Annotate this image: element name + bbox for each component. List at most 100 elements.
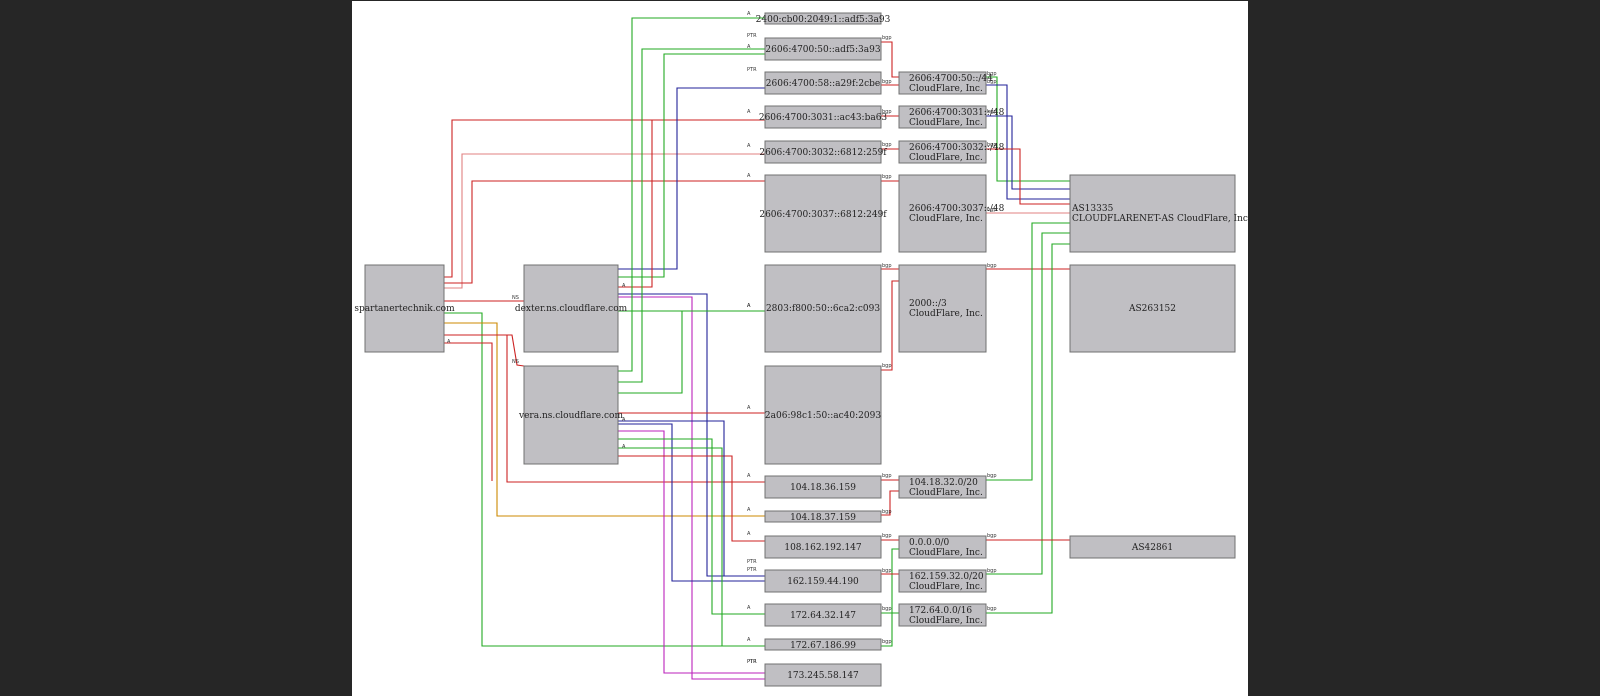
edge-layer: AAANSNSAAAAPTRPTRAPTRPTRAAAAAPTRPTRAAAAb… (444, 11, 1070, 680)
node-ip4-104-18-37-159[interactable]: 104.18.37.159 (764, 510, 882, 523)
node-label-line1: 0.0.0.0/0 (909, 538, 950, 548)
node-ip4-108-162-192-147[interactable]: 108.162.192.147 (764, 535, 882, 559)
edge-ptr-9 (618, 87, 765, 270)
node-label: 2606:4700:50::adf5:3a93 (765, 45, 880, 55)
node-label: 2803:f800:50::6ca2:c093 (766, 304, 880, 314)
node-domain-spartanertechnik[interactable]: spartanertechnik.com (354, 264, 455, 353)
edge-label: bgp (882, 533, 892, 539)
edge-label: NS (512, 359, 519, 365)
node-ip6-2606-4700-3032[interactable]: 2606:4700:3032::6812:259f (759, 140, 887, 164)
node-label-line2: CLOUDFLARENET-AS CloudFlare, Inc. (1072, 214, 1248, 224)
edge-label: bgp (882, 509, 892, 515)
node-ip6-2606-4700-50[interactable]: 2606:4700:50::adf5:3a93 (764, 37, 882, 61)
edge-label: A (747, 11, 751, 17)
edge-label: PTR (747, 659, 757, 665)
node-label-line2: CloudFlare, Inc. (909, 153, 983, 163)
node-nameserver-vera[interactable]: vera.ns.cloudflare.com (518, 365, 623, 465)
node-label-line1: 2606:4700:50::/44 (909, 74, 993, 84)
node-ip4-173-245-58-147[interactable]: 173.245.58.147 (764, 663, 882, 687)
node-label-line2: CloudFlare, Inc. (909, 214, 983, 224)
edge-label: A (747, 173, 751, 179)
node-label: AS42861 (1131, 543, 1173, 553)
edge-label: bgp (882, 473, 892, 479)
edge-ptr-12 (618, 296, 765, 680)
node-ip6-2606-4700-3031[interactable]: 2606:4700:3031::ac43:ba63 (759, 105, 888, 129)
node-prefix-0-0-0-0-0[interactable]: 0.0.0.0/0 CloudFlare, Inc. (898, 535, 987, 559)
edge-label: NS (512, 295, 519, 301)
node-as-263152[interactable]: AS263152 (1069, 264, 1236, 353)
edge-a-22 (618, 447, 723, 646)
node-prefix-2000-3[interactable]: 2000::/3 CloudFlare, Inc. (898, 264, 987, 353)
node-label: 2606:4700:58::a29f:2cbe (766, 79, 880, 89)
node-ip4-162-159-44-190[interactable]: 162.159.44.190 (764, 569, 882, 593)
edge-label: PTR (747, 33, 757, 39)
node-label: 172.64.32.147 (790, 611, 856, 621)
node-label-line1: 2606:4700:3037::/48 (909, 204, 1005, 214)
node-label-line1: 2606:4700:3031::/48 (909, 108, 1005, 118)
node-label-line1: 2000::/3 (909, 299, 947, 309)
node-ip4-172-64-32-147[interactable]: 172.64.32.147 (764, 603, 882, 627)
node-label-line1: 2606:4700:3032::/48 (909, 143, 1005, 153)
node-prefix-2606-4700-3037-48[interactable]: 2606:4700:3037::/48 CloudFlare, Inc. (898, 174, 1005, 253)
dns-relationship-graph: AAANSNSAAAAPTRPTRAPTRPTRAAAAAPTRPTRAAAAb… (354, 11, 1248, 687)
node-prefix-2606-4700-3031-48[interactable]: 2606:4700:3031::/48 CloudFlare, Inc. (898, 105, 1005, 129)
edge-label: bgp (987, 568, 997, 574)
node-prefix-2606-4700-50-44[interactable]: 2606:4700:50::/44 CloudFlare, Inc. (898, 71, 993, 95)
edge-bgp-46 (986, 243, 1070, 614)
edge-a-0 (444, 119, 765, 278)
edge-label: A (747, 109, 751, 115)
node-ip6-2803-f800[interactable]: 2803:f800:50::6ca2:c093 (764, 264, 882, 353)
edge-label: bgp (882, 79, 892, 85)
edge-a-6 (444, 322, 765, 517)
node-label: 2400:cb00:2049:1::adf5:3a93 (756, 15, 891, 25)
edge-a-16 (618, 48, 765, 383)
node-label-line1: 162.159.32.0/20 (909, 572, 984, 582)
edge-label: PTR (747, 67, 757, 73)
edge-label: bgp (987, 142, 997, 148)
node-prefix-172-64-0-0-16[interactable]: 172.64.0.0/16 CloudFlare, Inc. (898, 603, 987, 627)
node-ip6-2606-4700-58[interactable]: 2606:4700:58::a29f:2cbe (764, 71, 882, 95)
node-label-line2: CloudFlare, Inc. (909, 582, 983, 592)
edge-label: A (622, 417, 626, 423)
node-prefix-104-18-32-0-20[interactable]: 104.18.32.0/20 CloudFlare, Inc. (898, 475, 987, 499)
node-label-line2: CloudFlare, Inc. (909, 118, 983, 128)
edge-a-21 (618, 438, 765, 615)
edge-a-17 (618, 310, 765, 394)
node-label: 2606:4700:3037::6812:249f (759, 210, 887, 220)
edge-a-11 (618, 120, 653, 288)
node-ip4-172-67-186-99[interactable]: 172.67.186.99 (764, 638, 882, 651)
edge-label: A (622, 444, 626, 450)
node-label: 2606:4700:3031::ac43:ba63 (759, 113, 888, 123)
edge-label: bgp (987, 533, 997, 539)
edge-ptr-10 (618, 53, 765, 278)
node-label: 173.245.58.147 (787, 671, 859, 681)
edge-bgp-44 (986, 222, 1070, 481)
node-nameserver-dexter[interactable]: dexter.ns.cloudflare.com (515, 264, 628, 353)
edge-a-23 (618, 455, 765, 542)
node-ip6-2a06-98c1[interactable]: 2a06:98c1:50::ac40:2093 (764, 365, 882, 465)
edge-bgp-25 (881, 41, 899, 78)
edge-label: bgp (987, 79, 997, 85)
node-ip6-2400-cb00[interactable]: 2400:cb00:2049:1::adf5:3a93 (756, 12, 891, 25)
edge-a-7 (444, 334, 765, 483)
node-as-13335[interactable]: AS13335 CLOUDFLARENET-AS CloudFlare, Inc… (1069, 174, 1248, 253)
node-prefix-162-159-32-0-20[interactable]: 162.159.32.0/20 CloudFlare, Inc. (898, 569, 987, 593)
node-as-42861[interactable]: AS42861 (1069, 535, 1236, 559)
edge-label: bgp (882, 263, 892, 269)
edge-label: A (747, 637, 751, 643)
node-label: spartanertechnik.com (354, 304, 455, 314)
edge-bgp-35 (881, 548, 899, 647)
edge-bgp-40 (986, 84, 1070, 200)
node-label: dexter.ns.cloudflare.com (515, 304, 628, 314)
edge-a-2 (444, 180, 765, 284)
edge-ptr-20 (618, 430, 765, 674)
edge-label: A (747, 473, 751, 479)
edge-label: bgp (987, 473, 997, 479)
edge-label: bgp (882, 639, 892, 645)
edge-label: A (747, 507, 751, 513)
node-prefix-2606-4700-3032-48[interactable]: 2606:4700:3032::/48 CloudFlare, Inc. (898, 140, 1005, 164)
node-label-line1: AS13335 (1071, 204, 1114, 214)
node-ip4-104-18-36-159[interactable]: 104.18.36.159 (764, 475, 882, 499)
node-label-line1: 172.64.0.0/16 (909, 606, 972, 616)
node-ip6-2606-4700-3037[interactable]: 2606:4700:3037::6812:249f (759, 174, 887, 253)
